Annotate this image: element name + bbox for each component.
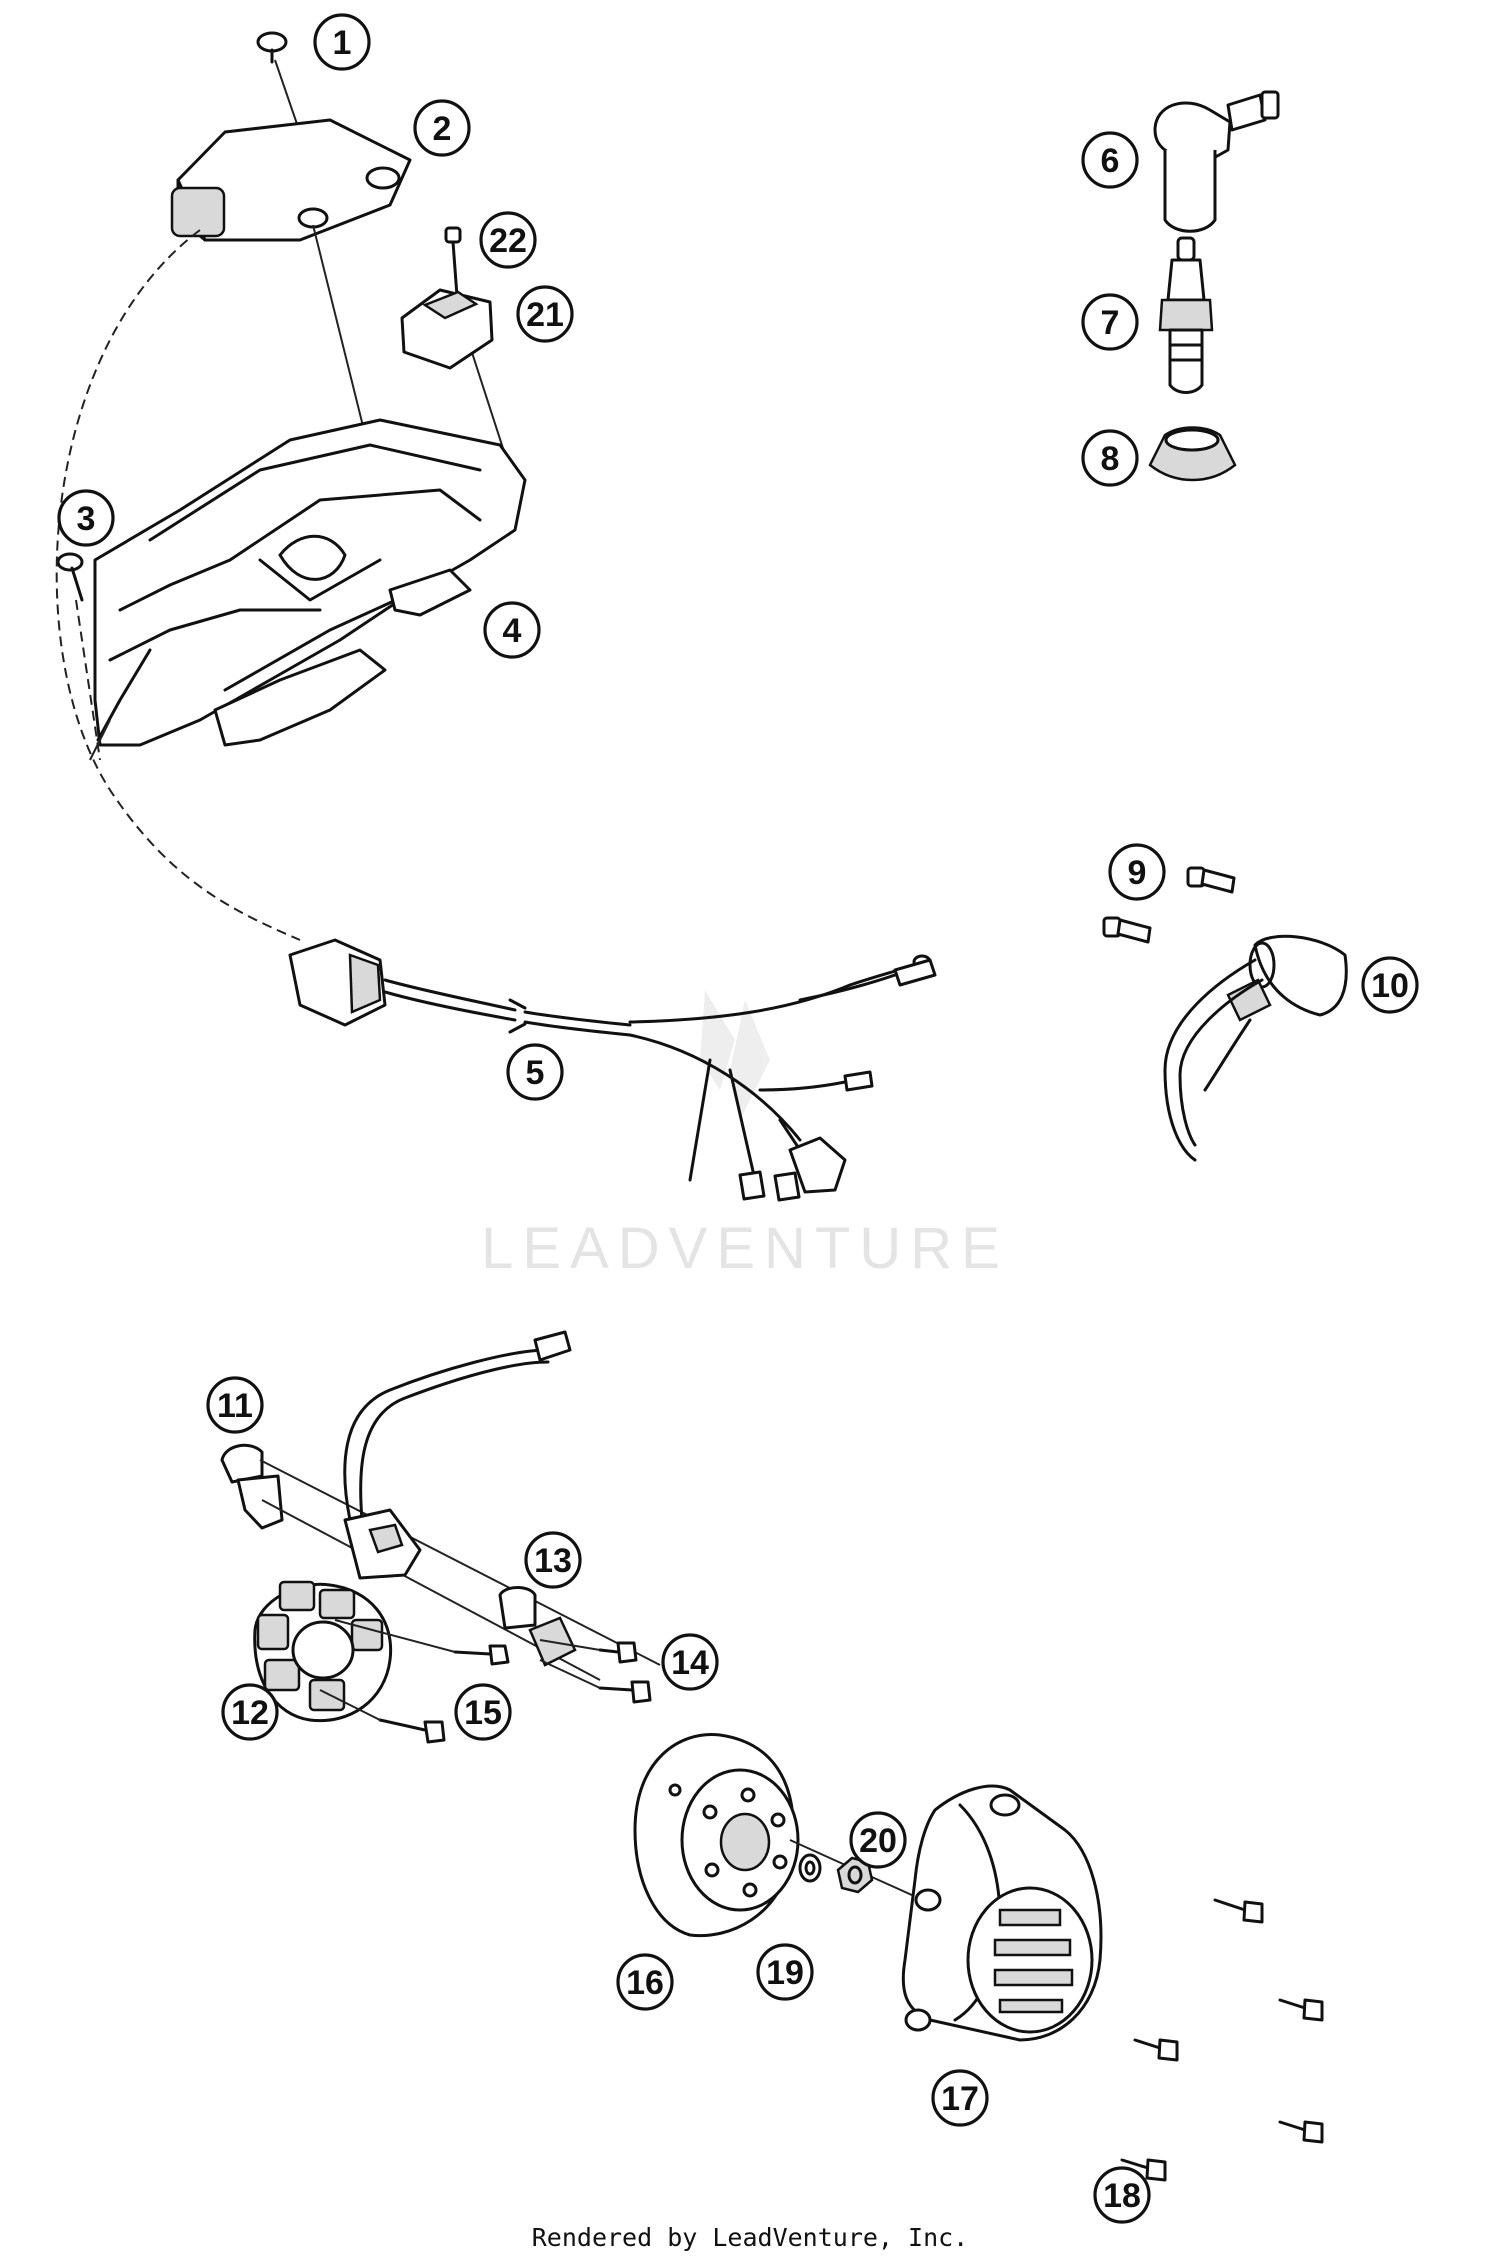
- leader-3-4b: [89, 719, 111, 761]
- svg-text:19: 19: [766, 1954, 804, 1992]
- svg-text:5: 5: [526, 1054, 545, 1092]
- svg-text:4: 4: [503, 612, 522, 650]
- callout-5: 5: [506, 1043, 564, 1101]
- part-wiring-harness-5: [288, 938, 937, 1202]
- callout-10: 10: [1361, 956, 1419, 1014]
- callout-19: 19: [756, 1943, 814, 2001]
- part-spark-plug-cap-6: [1153, 90, 1280, 233]
- connection-arc: [55, 229, 301, 941]
- part-ignition-cover-17: [901, 1784, 1103, 2042]
- leader-11: [259, 1459, 661, 1666]
- callout-15: 15: [454, 1683, 512, 1741]
- part-bracket-4: [93, 418, 527, 747]
- svg-text:14: 14: [671, 1644, 709, 1682]
- part-washer-19: [798, 1853, 822, 1883]
- watermark-text: LEADVENTURE: [481, 1216, 1009, 1281]
- callout-3: 3: [57, 489, 115, 547]
- part-screw-3: [56, 552, 84, 602]
- part-damper-21: [400, 288, 494, 370]
- leader-15: [319, 1689, 381, 1721]
- svg-text:13: 13: [534, 1542, 572, 1580]
- svg-text:21: 21: [526, 296, 564, 334]
- callout-1: 1: [313, 13, 371, 71]
- callout-18: 18: [1093, 2166, 1151, 2224]
- callout-2: 2: [413, 99, 471, 157]
- callout-8: 8: [1081, 429, 1139, 487]
- part-sensor-cable: [343, 1330, 572, 1580]
- leader-3-4: [75, 599, 101, 761]
- svg-text:9: 9: [1128, 854, 1147, 892]
- part-screw-9: [1102, 866, 1236, 944]
- callout-7: 7: [1081, 293, 1139, 351]
- svg-text:7: 7: [1101, 304, 1120, 342]
- callout-20: 20: [849, 1811, 907, 1869]
- svg-text:12: 12: [231, 1694, 269, 1732]
- svg-text:3: 3: [77, 500, 96, 538]
- part-spark-plug-7: [1158, 236, 1214, 394]
- footer-credit: Rendered by LeadVenture, Inc.: [532, 2223, 969, 2252]
- callout-11: 11: [206, 1376, 264, 1434]
- svg-text:2: 2: [433, 110, 452, 148]
- part-control-unit-2: [170, 118, 412, 242]
- part-screw-15: [378, 1718, 446, 1744]
- svg-text:15: 15: [464, 1694, 502, 1732]
- callout-14: 14: [661, 1633, 719, 1691]
- callout-4: 4: [483, 601, 541, 659]
- svg-text:11: 11: [217, 1387, 253, 1425]
- svg-text:8: 8: [1101, 440, 1120, 478]
- part-pickup-13: [498, 1586, 577, 1667]
- part-screw-22: [444, 226, 462, 298]
- svg-text:1: 1: [333, 24, 352, 62]
- svg-text:16: 16: [626, 1964, 664, 2002]
- leader-14c: [539, 1659, 601, 1689]
- svg-text:17: 17: [941, 2080, 979, 2118]
- part-flywheel-16: [633, 1732, 800, 1938]
- callout-17: 17: [931, 2069, 989, 2127]
- part-stator-12: [253, 1580, 393, 1723]
- part-screws-18: [1120, 1898, 1324, 2182]
- callout-13: 13: [524, 1531, 582, 1589]
- part-nut-20: [836, 1856, 874, 1894]
- leader-14b: [539, 1639, 601, 1651]
- part-cable-clamp-11: [220, 1443, 284, 1530]
- callout-21: 21: [516, 285, 574, 343]
- callout-16: 16: [616, 1953, 674, 2011]
- leader-14: [334, 1619, 456, 1653]
- part-seal-ring-8: [1148, 426, 1237, 482]
- svg-text:6: 6: [1101, 142, 1120, 180]
- svg-text:10: 10: [1371, 967, 1409, 1005]
- callout-12: 12: [221, 1683, 279, 1741]
- part-screws-14: [453, 1641, 652, 1704]
- callout-22: 22: [479, 211, 537, 269]
- callout-6: 6: [1081, 131, 1139, 189]
- part-ignition-coil-10: [1163, 934, 1348, 1162]
- svg-text:22: 22: [489, 222, 527, 260]
- part-screw-1: [256, 31, 288, 64]
- svg-text:20: 20: [859, 1822, 897, 1860]
- svg-text:18: 18: [1103, 2177, 1141, 2215]
- callout-9: 9: [1108, 843, 1166, 901]
